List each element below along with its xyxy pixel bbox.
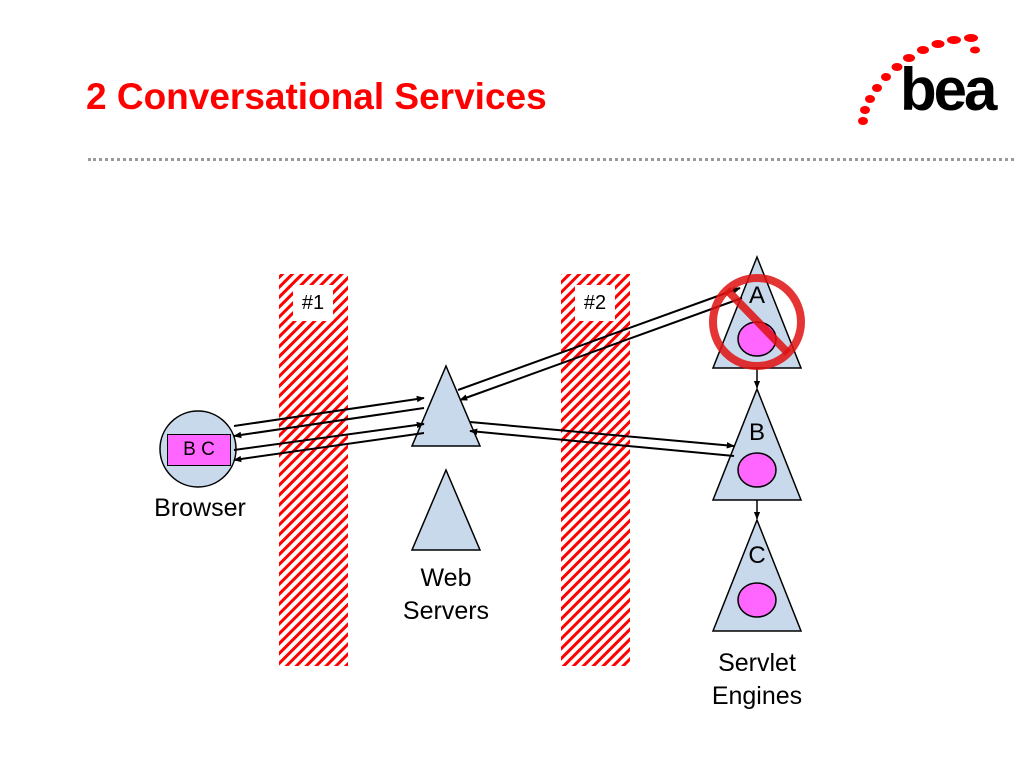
engine-b-letter: B xyxy=(748,419,765,446)
servlet-engine-c xyxy=(711,517,803,632)
browser-cookie: B C xyxy=(167,434,231,466)
bea-logo: bea xyxy=(850,30,1010,135)
slide-title: 2 Conversational Services xyxy=(86,76,547,117)
firewall-1-label: #1 xyxy=(293,285,333,321)
return-arrow-b xyxy=(469,428,735,457)
return-arrow-a xyxy=(459,297,743,401)
session-c xyxy=(737,582,777,618)
web-server-1 xyxy=(410,364,482,447)
forward-arrow-a xyxy=(457,287,741,391)
engine-a-letter: A xyxy=(748,282,765,309)
request-arrow-2 xyxy=(233,421,425,451)
firewall-2 xyxy=(561,274,630,666)
web-server-2 xyxy=(410,468,482,551)
logo-text: bea xyxy=(900,56,997,123)
forward-arrow-b xyxy=(469,421,735,449)
servlet-engines-label-line1: Servlet xyxy=(718,649,796,677)
browser-label: Browser xyxy=(154,494,246,522)
failure-no-sign-icon xyxy=(709,274,805,370)
session-b xyxy=(737,452,777,488)
firewall-2-label: #2 xyxy=(575,285,615,321)
web-servers-label-line1: Web xyxy=(420,564,472,592)
response-arrow-2 xyxy=(233,432,425,463)
title-divider xyxy=(88,158,1014,161)
web-servers-label-line2: Servers xyxy=(402,597,490,625)
response-arrow-1 xyxy=(233,407,425,439)
logo-swoosh-icon xyxy=(858,34,980,125)
servlet-engines-label-line2: Engines xyxy=(711,682,803,710)
engine-c-letter: C xyxy=(748,542,766,569)
request-arrow-1 xyxy=(233,395,425,427)
firewall-1 xyxy=(279,274,348,666)
